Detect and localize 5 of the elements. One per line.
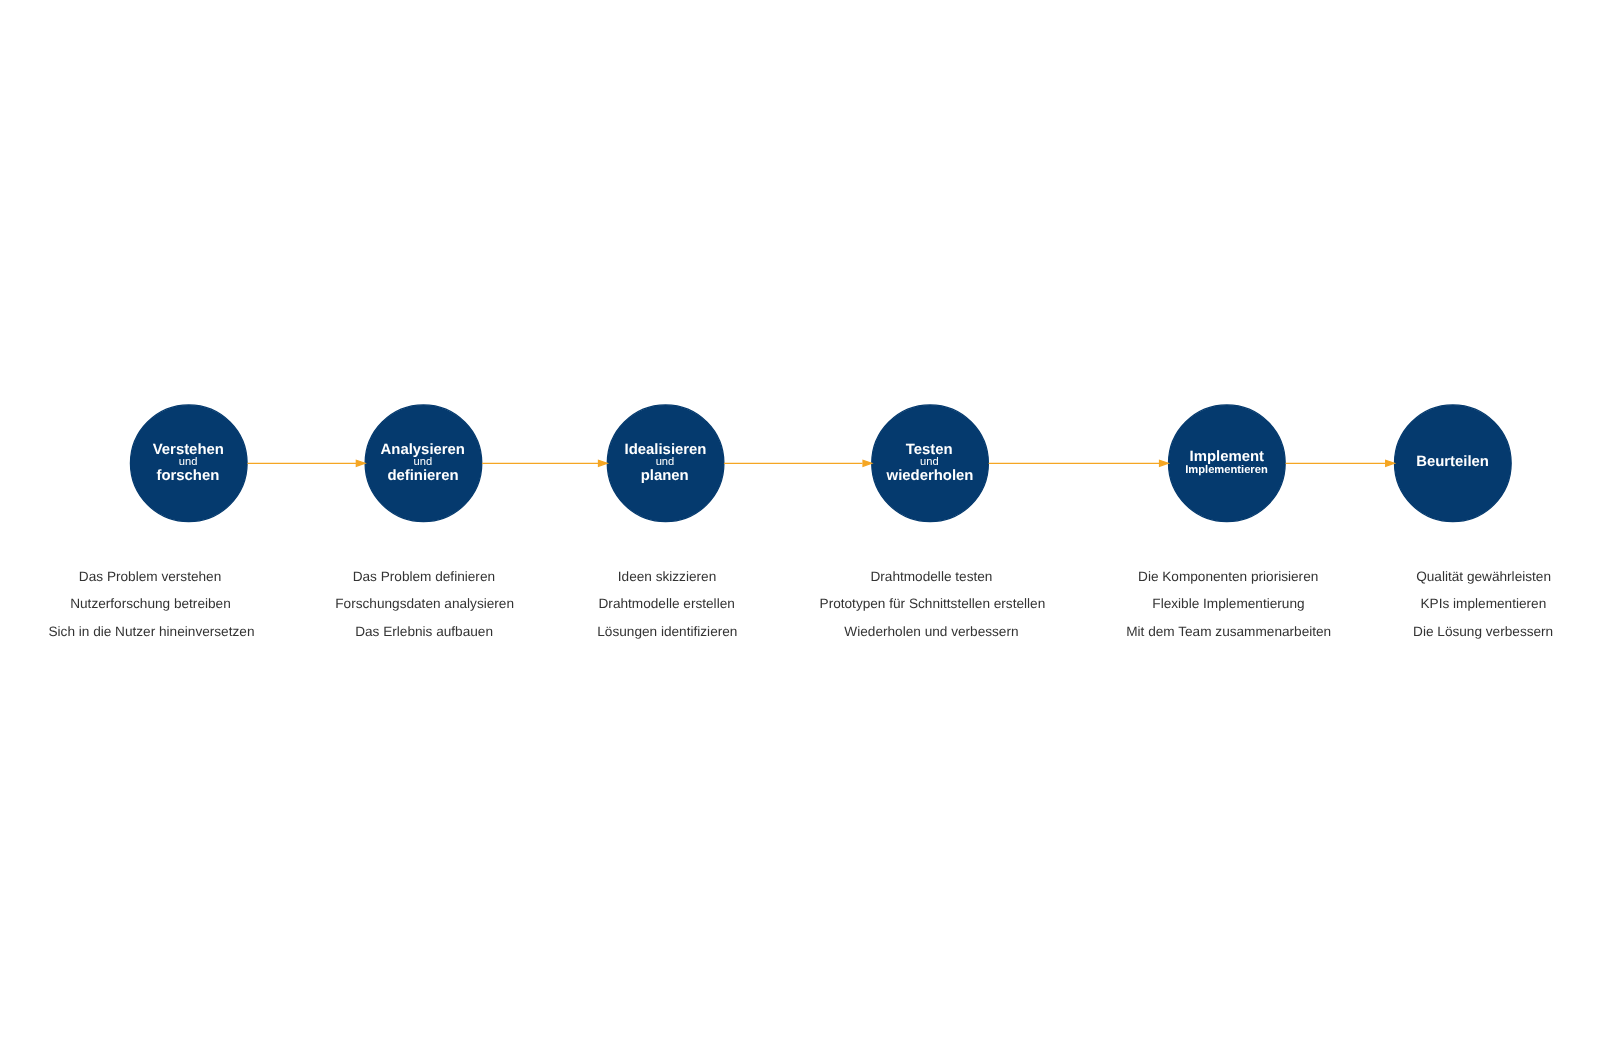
arrow [723, 458, 874, 467]
arrow [481, 458, 610, 467]
arrow [988, 458, 1171, 467]
arrow [1284, 458, 1397, 467]
arrow [246, 458, 367, 467]
